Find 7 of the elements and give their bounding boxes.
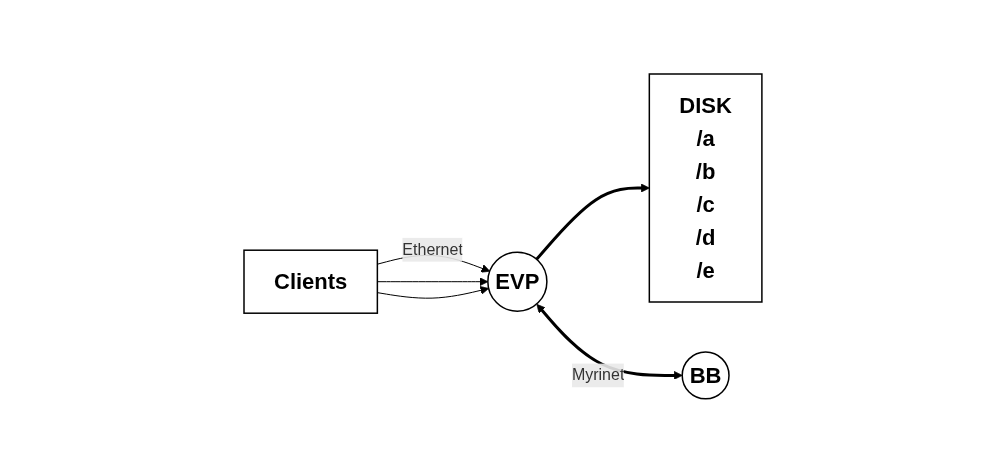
node-circle: BB bbox=[681, 350, 730, 400]
node-box: DISK /a /b /c /d /e bbox=[648, 72, 763, 303]
node-box: Clients bbox=[243, 249, 379, 314]
node-circle: EVP bbox=[487, 251, 548, 312]
arrow bbox=[535, 183, 650, 260]
edge-label: Ethernet bbox=[402, 240, 463, 258]
edge-label: Myrinet bbox=[571, 366, 625, 383]
